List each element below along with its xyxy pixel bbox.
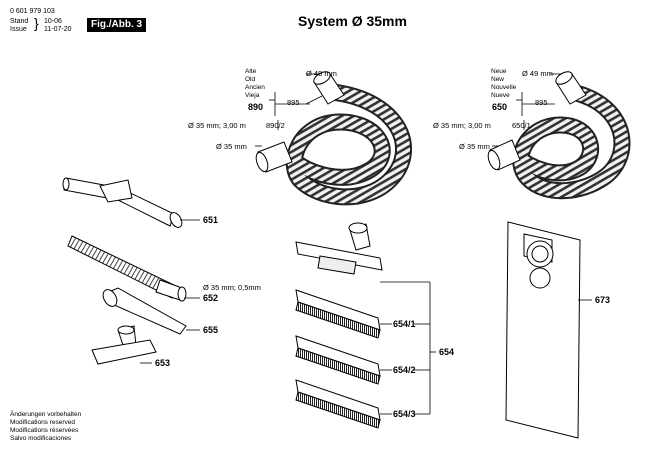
floor-nozzle-654 (295, 222, 383, 275)
footer-line-3: Modifications réservées (10, 427, 79, 434)
hose-old-hose-part: 890/2 (266, 121, 285, 130)
hose-old-end-dia: Ø 35 mm (216, 142, 247, 151)
part-655-label: 655 (203, 325, 219, 335)
part-652-label: 652 (203, 293, 219, 303)
figure-label: Fig./Abb. 3 (87, 18, 147, 32)
filter-bag-673 (505, 221, 581, 439)
page-title: System Ø 35mm (298, 13, 407, 29)
hose-new-end-dia: Ø 35 mm (459, 142, 490, 151)
part-654-1-label: 654/1 (393, 319, 416, 329)
brush-strip-654-3 (295, 379, 381, 429)
hose-old-variant-1: Alte (245, 68, 257, 75)
part-654-label: 654 (439, 347, 455, 357)
hose-new-spec: Ø 35 mm; 3,00 m (433, 121, 491, 130)
upholstery-nozzle-653 (91, 325, 157, 365)
part-653-label: 653 (155, 358, 171, 368)
stand-label: Stand (10, 18, 29, 25)
part-654-2-label: 654/2 (393, 365, 416, 375)
part-673-label: 673 (595, 295, 611, 305)
crevice-nozzle-655 (102, 287, 187, 335)
hose-old-coupling-dia: Ø 49 mm (306, 69, 337, 78)
hose-new-coupling-part: 895 (535, 98, 548, 107)
doc-number: 0 601 979 103 (10, 8, 55, 15)
leader-lines (140, 73, 592, 415)
hose-new-variant-3: Nouvelle (491, 84, 517, 91)
hose-old-variant-2: Old (245, 76, 256, 83)
hose-old-drawing (255, 71, 413, 206)
footer-line-1: Änderungen vorbehalten (10, 411, 82, 418)
coupling-49mm-new (555, 71, 587, 105)
hose-new-variant-2: New (491, 76, 505, 83)
brace-glyph: } (34, 15, 39, 31)
hose-old-spec: Ø 35 mm; 3,00 m (188, 121, 246, 130)
hose-new-drawing (487, 71, 631, 200)
hose-end-35mm-new (487, 139, 521, 171)
brush-strip-654-1 (295, 289, 381, 339)
issue-label: Issue (10, 26, 27, 33)
hose-old-variant-4: Vieja (245, 92, 260, 99)
hose-old-variant-3: Ancien (245, 84, 265, 91)
footer-line-4: Salvo modificaciones (10, 435, 72, 442)
part-654-3-label: 654/3 (393, 409, 416, 419)
hose-new-variant-1: Neue (491, 68, 507, 75)
part-651-label: 651 (203, 215, 219, 225)
hose-new-variant-4: Nueve (491, 92, 510, 99)
hose-new-coupling-dia: Ø 49 mm (522, 69, 553, 78)
brush-strip-654-2 (295, 335, 381, 385)
curved-tube-651 (62, 177, 183, 228)
stand-value: 10-06 (44, 18, 62, 25)
hose-end-35mm-old (255, 141, 293, 173)
hose-new-hose-part: 650/1 (512, 121, 531, 130)
issue-value: 11-07-20 (44, 26, 72, 33)
coupling-49mm-old (313, 71, 345, 105)
part-652-spec: Ø 35 mm; 0,5mm (203, 283, 261, 292)
hose-old-part-number: 890 (248, 102, 264, 112)
footer-line-2: Modifications reserved (10, 419, 76, 426)
straight-tube-652 (67, 235, 187, 302)
hose-old-coupling-part: 895 (287, 98, 300, 107)
hose-new-part-number: 650 (492, 102, 508, 112)
